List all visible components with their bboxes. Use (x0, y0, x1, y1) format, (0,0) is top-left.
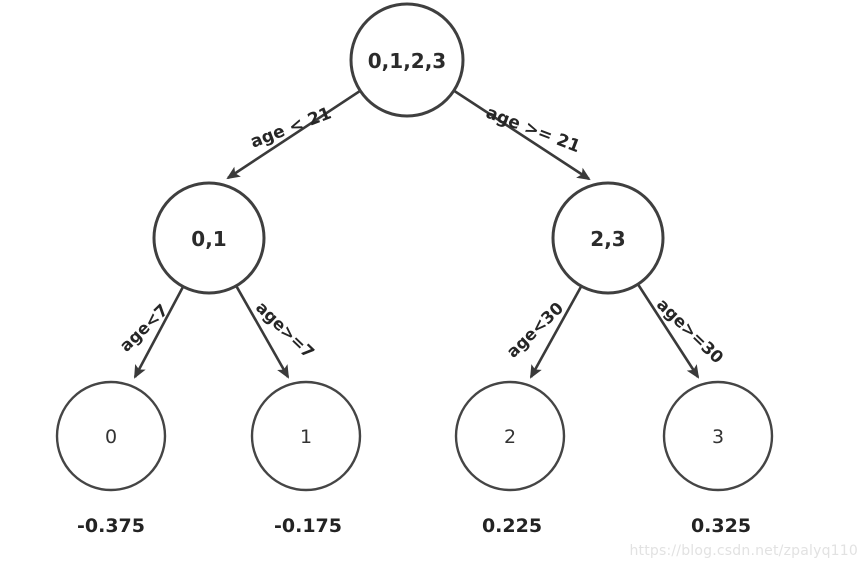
node-leaf-1-circle (250, 380, 362, 492)
leaf-value-2: 0.225 (482, 515, 542, 537)
node-leaf-3[interactable]: 3 (662, 380, 774, 492)
node-leaf-2-label: 2 (504, 426, 516, 448)
node-leaf-2-circle (454, 380, 566, 492)
node-leaf-1-label: 1 (300, 426, 312, 448)
leaf-value-1: -0.175 (274, 515, 342, 537)
leaf-value-3: 0.325 (691, 515, 751, 537)
node-root[interactable]: 0,1,2,3 (349, 2, 465, 118)
node-root-circle (349, 2, 465, 118)
edge-label-left-leaf0: age<7 (116, 301, 172, 356)
node-leaf-3-circle (662, 380, 774, 492)
node-leaf-1[interactable]: 1 (250, 380, 362, 492)
node-leaf-0[interactable]: 0 (55, 380, 167, 492)
leaf-value-0: -0.375 (77, 515, 145, 537)
watermark: https://blog.csdn.net/zpalyq110 (629, 543, 858, 559)
node-group: 0,1,2,3 0,1 2,3 0 1 2 (55, 2, 774, 492)
node-right[interactable]: 2,3 (551, 181, 665, 295)
node-leaf-2[interactable]: 2 (454, 380, 566, 492)
edge-label-root-right: age >= 21 (483, 103, 583, 157)
edge-label-root-left: age < 21 (248, 103, 334, 152)
node-left[interactable]: 0,1 (152, 181, 266, 295)
node-left-circle (152, 181, 266, 295)
node-leaf-3-label: 3 (712, 426, 724, 448)
node-leaf-0-circle (55, 380, 167, 492)
node-left-label: 0,1 (191, 227, 226, 251)
node-root-label: 0,1,2,3 (368, 49, 446, 73)
leaf-value-group: -0.375 -0.175 0.225 0.325 (77, 515, 751, 537)
node-leaf-0-label: 0 (105, 426, 117, 448)
edge-label-right-leaf3: age>=30 (653, 295, 727, 368)
node-right-label: 2,3 (590, 227, 625, 251)
node-right-circle (551, 181, 665, 295)
